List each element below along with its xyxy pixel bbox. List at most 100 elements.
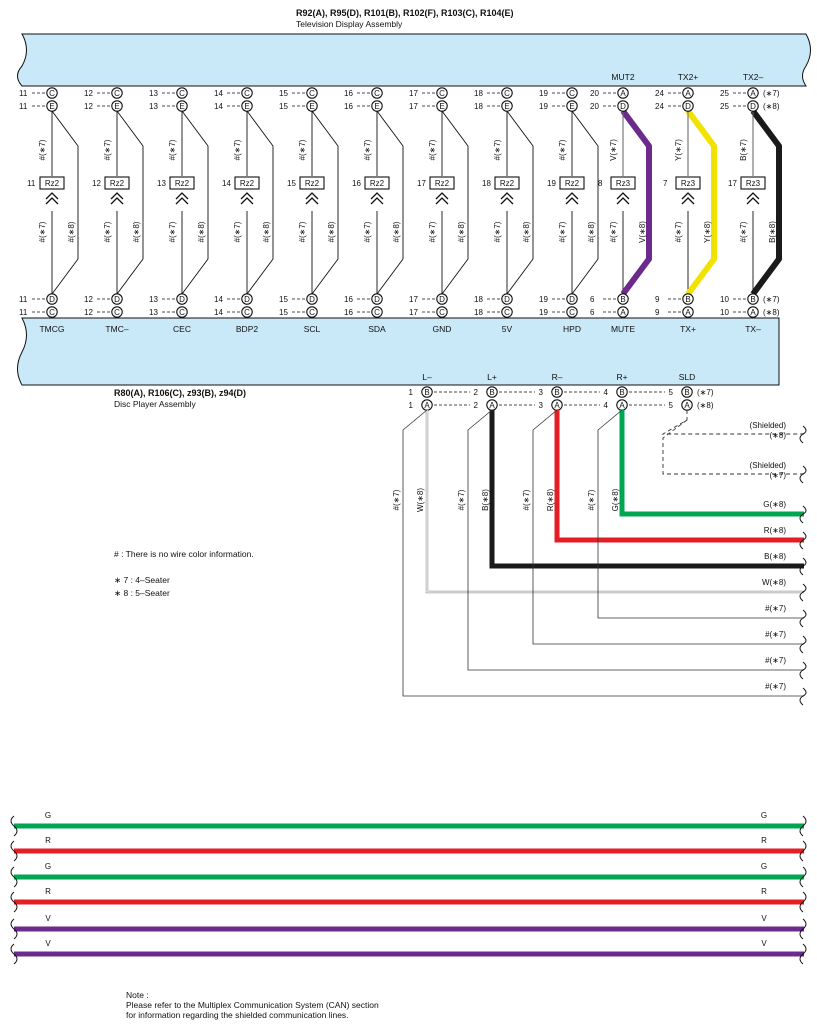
disc-output-2-cavity-b-letter: B — [489, 388, 494, 397]
disc-output-4-cavity-b-letter: B — [619, 388, 624, 397]
column-7-wire-down-label: #(∗7) — [428, 221, 437, 242]
right-wire-label-6: R(∗8) — [764, 526, 787, 535]
column-2-bottom-pin-d: 12 — [84, 295, 93, 304]
tv-assembly-title: R92(A), R95(D), R101(B), R102(F), R103(C… — [296, 8, 514, 18]
column-10-splice-label: Rz3 — [616, 179, 631, 188]
column-4-bottom-cavity-c — [241, 306, 253, 318]
right-break-mark-2 — [799, 465, 807, 484]
column-9-wire-bypass — [571, 110, 599, 295]
column-6-top-pin-c: 16 — [344, 89, 353, 98]
column-8-splice-label: Rz2 — [500, 179, 515, 188]
column-12-bottom-cavity-c-letter: A — [750, 308, 756, 317]
column-2-splice-label: Rz2 — [110, 179, 125, 188]
disc-assembly-title: R80(A), R106(C), z93(B), z94(D) — [114, 388, 247, 398]
column-3-splice-number: 13 — [157, 179, 166, 188]
column-4-wire-right-label: #(∗8) — [262, 221, 271, 242]
column-12-bottom-cavity-d — [747, 293, 759, 305]
column-7-top-cavity-c-letter: C — [439, 89, 445, 98]
column-6-top-pin-e: 16 — [344, 102, 353, 111]
disc-output-3-label: R– — [552, 372, 563, 382]
bottom-wire-2-label-right: R — [761, 836, 767, 845]
column-12-function-label: TX– — [745, 324, 761, 334]
column-11-bottom-cavity-c — [682, 306, 694, 318]
column-2-bottom-cavity-c-letter: C — [114, 308, 120, 317]
right-wire-label-12: #(∗7) — [765, 682, 786, 691]
column-6-wire-bypass — [376, 110, 404, 295]
wire-w8-inner — [426, 410, 804, 593]
bottom-wire-5-break-left — [10, 918, 18, 940]
column-5-wire-right-label: #(∗8) — [327, 221, 336, 242]
tv-assembly-subtitle: Television Display Assembly — [296, 19, 403, 29]
column-3-wire-down-label: #(∗7) — [168, 221, 177, 242]
disc-output-3-cavity-a-letter: A — [554, 401, 560, 410]
column-9-bottom-pin-c: 19 — [539, 308, 548, 317]
column-2-bottom-cavity-d-letter: D — [114, 295, 120, 304]
wire-7-l-minus — [402, 409, 804, 697]
right-wire-label-3: (Shielded) — [750, 461, 787, 470]
right-wire-label-9: #(∗7) — [765, 604, 786, 613]
disc-output-2-pin-b: 2 — [474, 388, 479, 397]
column-5-wire-up-label: #(∗7) — [298, 139, 307, 160]
right-wire-label-11: #(∗7) — [765, 656, 786, 665]
right-break-mark-8 — [799, 635, 807, 654]
bottom-wire-5-break-right — [799, 918, 807, 940]
column-3-bottom-pin-c: 13 — [149, 308, 158, 317]
column-11-bottom-cavity-d-letter: B — [685, 295, 690, 304]
column-12-top-cavity-e-letter: D — [750, 102, 756, 111]
bottom-wire-3-break-right — [799, 866, 807, 888]
column-1-top-cavity-e-letter: E — [49, 102, 54, 111]
column-10-bottom-pin-c: 6 — [590, 308, 595, 317]
bottom-wire-1-break-left — [10, 815, 18, 837]
column-7-bottom-cavity-d-letter: D — [439, 295, 445, 304]
disc-output-2-pin-a: 2 — [474, 401, 479, 410]
column-6-top-cavity-e — [371, 100, 383, 112]
disc-output-2-cavity-b — [486, 386, 498, 398]
right-wire-label-7: B(∗8) — [764, 552, 786, 561]
column-10-splice-box — [610, 176, 636, 190]
column-10-top-cavity-c-letter: A — [620, 89, 626, 98]
column-7-function-label: GND — [433, 324, 452, 334]
column-6-splice-number: 16 — [352, 179, 361, 188]
column-1-bottom-cavity-d-letter: D — [49, 295, 55, 304]
column-1-wire-up-label: #(∗7) — [38, 139, 47, 160]
column-9-wire-right-label: #(∗8) — [587, 221, 596, 242]
disc-output-4-cavity-b — [616, 386, 628, 398]
column-4-bottom-cavity-c-letter: C — [244, 308, 250, 317]
right-break-mark-1 — [799, 425, 807, 444]
column-4-top-pin-c: 14 — [214, 89, 223, 98]
column-8-bottom-pin-c: 18 — [474, 308, 483, 317]
shield-wire-2 — [662, 419, 804, 475]
disc-output-b-extra: (∗7) — [697, 388, 714, 397]
column-12-wire-down-label: #(∗7) — [739, 221, 748, 242]
column-9-top-pin-c: 19 — [539, 89, 548, 98]
column-6-bottom-cavity-d-letter: D — [374, 295, 380, 304]
column-8-bottom-cavity-d-letter: D — [504, 295, 510, 304]
column-6-function-label: SDA — [368, 324, 386, 334]
disc-output-4-pin-b: 4 — [604, 388, 609, 397]
column-5-top-pin-c: 15 — [279, 89, 288, 98]
column-5-splice-label: Rz2 — [305, 179, 320, 188]
column-7-top-pin-c: 17 — [409, 89, 418, 98]
column-10-top-cavity-e-letter: D — [620, 102, 626, 111]
vertical-wire-label-7: #(∗7) — [587, 489, 596, 510]
disc-output-5-pin-a: 5 — [669, 401, 674, 410]
note-title: Note : — [126, 990, 149, 1000]
column-3-top-cavity-e — [176, 100, 188, 112]
column-9-top-cavity-c-letter: C — [569, 89, 575, 98]
column-7-top-pin-e: 17 — [409, 102, 418, 111]
bottom-wire-5-label-left: V — [45, 914, 51, 923]
column-3-splice-label: Rz2 — [175, 179, 190, 188]
column-5-bottom-pin-d: 15 — [279, 295, 288, 304]
column-11-top-cavity-c — [682, 87, 694, 99]
wire-7-l-plus — [467, 409, 804, 671]
vertical-wire-label-1: #(∗7) — [392, 489, 401, 510]
column-8-wire-down-label: #(∗7) — [493, 221, 502, 242]
column-9-function-label: HPD — [563, 324, 581, 334]
right-break-mark-10 — [799, 687, 807, 706]
column-2-top-cavity-c-letter: C — [114, 89, 120, 98]
bottom-wire-4-label-right: R — [761, 887, 767, 896]
column-5-bottom-cavity-c — [306, 306, 318, 318]
column-6-top-cavity-e-letter: E — [374, 102, 379, 111]
column-3-function-label: CEC — [173, 324, 191, 334]
